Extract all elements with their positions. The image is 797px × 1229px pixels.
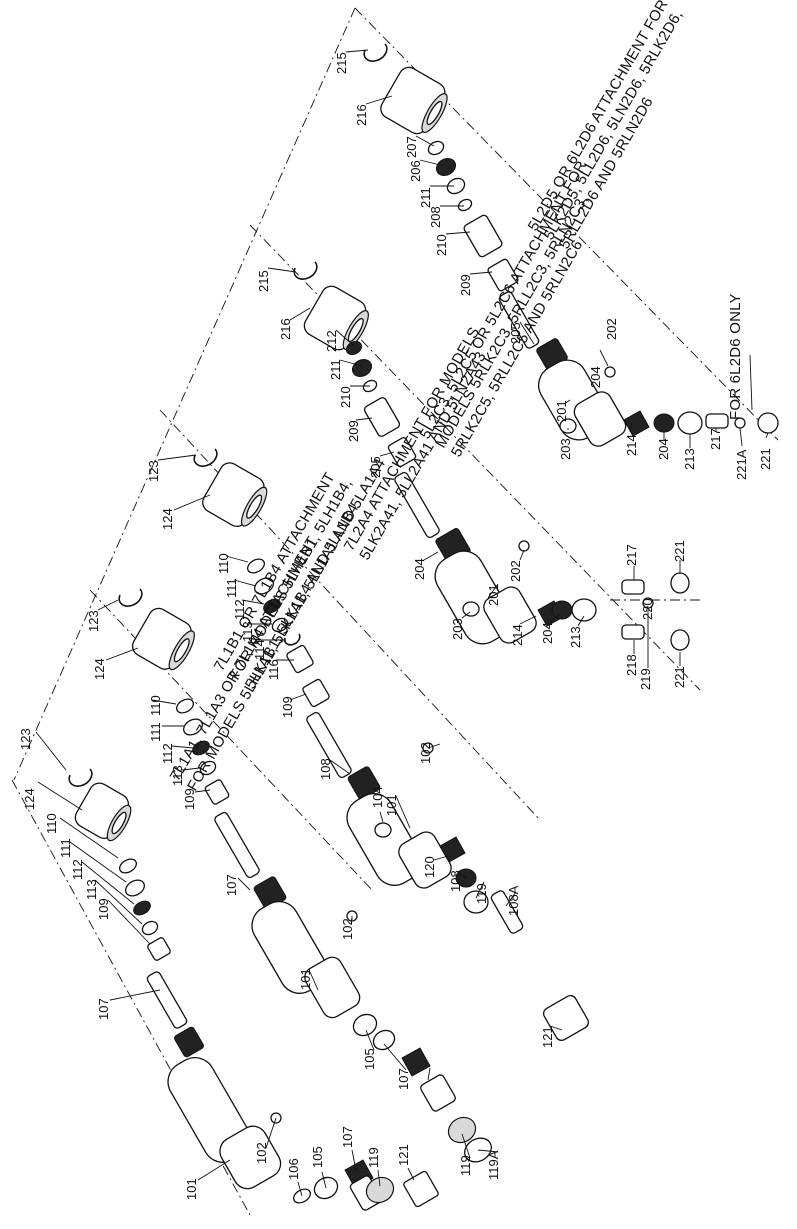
part-label: 210: [434, 234, 449, 256]
part-label: 110: [216, 553, 231, 574]
part-label: 121: [396, 1144, 411, 1166]
part-label: 215: [256, 270, 271, 292]
part-label: 119: [458, 1155, 473, 1176]
part-label: 211: [328, 359, 343, 380]
part-label: 113: [84, 879, 99, 900]
part-label: 212: [324, 330, 339, 352]
part-label: 204: [656, 438, 671, 460]
part-label: 220: [640, 598, 655, 620]
part-label: 221: [672, 666, 687, 688]
part-label: 108: [318, 758, 333, 780]
part-label: 110: [148, 695, 163, 716]
part-label: 203: [450, 618, 465, 640]
part-label: 113: [170, 765, 185, 786]
part-label: 217: [708, 428, 723, 450]
kit-5-parts: [363, 43, 779, 447]
part-label: 107: [340, 1126, 355, 1148]
part-label: 210: [338, 386, 353, 408]
kit-3-parts: [193, 448, 590, 1042]
part-label: 104: [370, 786, 385, 808]
part-label: 111: [58, 838, 73, 858]
part-label: 216: [278, 318, 293, 340]
part-label: 124: [92, 658, 107, 680]
part-label: 216: [354, 104, 369, 126]
part-label: 112: [232, 599, 247, 620]
part-label: 119: [474, 883, 489, 904]
part-label: 213: [568, 626, 583, 648]
part-label: 123: [86, 610, 101, 632]
part-label: 202: [508, 560, 523, 582]
part-label: 204: [588, 366, 603, 388]
part-label: 101: [298, 968, 313, 990]
part-label: 221: [672, 540, 687, 562]
part-label: 109: [182, 788, 197, 810]
part-label: 206: [408, 160, 423, 182]
part-label: 110: [44, 813, 59, 834]
part-label: 209: [458, 274, 473, 296]
part-label: 204: [540, 622, 555, 644]
part-label: 111: [224, 578, 239, 598]
part-label: 121: [540, 1026, 555, 1048]
part-label: 201: [554, 400, 569, 422]
part-label: 105: [310, 1146, 325, 1168]
part-label: 102: [254, 1142, 269, 1164]
caption-kit-5: 5L2D5 OR 6L2D6 ATTACHMENT FOR MODELS 5LK…: [525, 0, 706, 252]
part-label: 119A: [486, 1150, 501, 1180]
part-label: 124: [22, 788, 37, 810]
part-label: 221A: [734, 449, 749, 480]
part-label: 123: [146, 460, 161, 482]
kit-1-parts: [68, 768, 439, 1211]
part-label: 107: [396, 1068, 411, 1090]
part-label: 208: [428, 206, 443, 228]
part-label: 123: [18, 728, 33, 750]
caption-kit-5-line-2: 5LK2D5, 5LL2D6, 5LN2D6, 5RLK2D6,: [540, 7, 686, 243]
part-label: 203: [558, 438, 573, 460]
leader-lines: [35, 49, 769, 1197]
part-label: 116: [266, 659, 281, 680]
part-label: 211: [418, 187, 433, 208]
part-label: 109: [96, 898, 111, 920]
part-label: 207: [404, 136, 419, 158]
part-label: 105: [362, 1048, 377, 1070]
part-label: 215: [334, 52, 349, 74]
part-label: 107: [96, 998, 111, 1020]
kit-4-parts: [293, 261, 690, 651]
part-label: 221: [758, 448, 773, 470]
part-label: 109: [280, 696, 295, 718]
part-label: 217: [624, 544, 639, 566]
assembly-dash-lines: [11, 7, 779, 1216]
part-label: 102: [340, 918, 355, 940]
part-label: 214: [510, 624, 525, 646]
part-label: 107: [224, 874, 239, 896]
part-label: 202: [604, 318, 619, 340]
part-label: 108A: [506, 885, 521, 916]
part-label: 101: [184, 1178, 199, 1200]
part-label: 119: [366, 1147, 381, 1168]
part-label: 114: [252, 639, 267, 660]
part-label: 214: [624, 434, 639, 456]
part-label: 205: [368, 456, 383, 478]
part-label: 112: [160, 743, 175, 764]
part-label: 111: [148, 722, 163, 742]
part-label: 205: [508, 322, 523, 344]
note-6l2d6-only: FOR 6L2D6 ONLY: [727, 293, 744, 420]
caption-note: FOR 6L2D6 ONLY: [727, 293, 744, 420]
part-label: 113: [240, 621, 255, 642]
part-label: 108: [448, 870, 463, 892]
part-label: 204: [412, 558, 427, 580]
part-label: 218: [624, 654, 639, 676]
part-label: 106: [286, 1158, 301, 1180]
part-label: 102: [418, 742, 433, 764]
part-label: 213: [682, 448, 697, 470]
part-label: 219: [638, 668, 653, 690]
part-label: 201: [486, 584, 501, 606]
kit-2-parts: [118, 588, 492, 1163]
part-label: 120: [422, 856, 437, 878]
part-label: 112: [70, 859, 85, 880]
part-label: 209: [346, 420, 361, 442]
part-label: 101: [384, 794, 399, 816]
part-label: 124: [160, 508, 175, 530]
